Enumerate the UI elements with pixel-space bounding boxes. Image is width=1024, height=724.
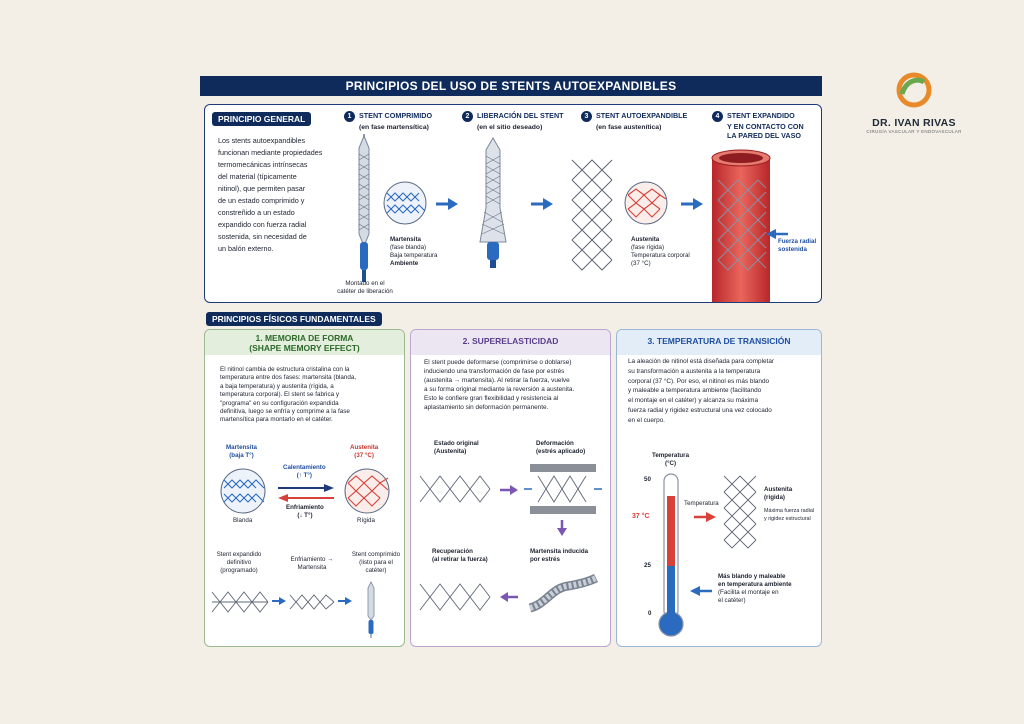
arrow-def-to-induced bbox=[557, 520, 567, 536]
temperature-box: 3. TEMPERATURA DE TRANSICIÓN bbox=[616, 329, 822, 647]
recovery-label: Recuperación(al retirar la fuerza) bbox=[432, 548, 488, 563]
malleable-arrow bbox=[690, 586, 712, 596]
heating-label: Calentamiento(↑ T°) bbox=[283, 464, 326, 479]
radial-force-arrow bbox=[766, 229, 788, 239]
arrow-orig-to-def bbox=[500, 485, 518, 495]
arrow-induced-to-recovery bbox=[500, 592, 518, 602]
tick-37: 37 °C bbox=[632, 513, 650, 520]
bent-stent bbox=[528, 573, 599, 613]
original-state-label: Estado original(Austenita) bbox=[434, 440, 479, 455]
thermometer bbox=[658, 473, 684, 637]
superelasticity-title: 2. SUPERELASTICIDAD bbox=[411, 330, 610, 355]
cooling-label: Enfriamiento(↓ T°) bbox=[286, 504, 324, 519]
cooling-arrow bbox=[278, 494, 334, 502]
compressed-stent-catheter bbox=[358, 134, 370, 282]
logo-tagline: CIRUGÍA VASCULAR Y ENDOVASCULAR bbox=[866, 129, 962, 134]
martensite-circle bbox=[220, 468, 266, 514]
superelasticity-text: El stent puede deformarse (comprimirse o… bbox=[424, 359, 575, 411]
shape-memory-title: 1. MEMORIA DE FORMA(SHAPE MEMORY EFFECT) bbox=[205, 330, 404, 355]
tick-25: 25 bbox=[644, 562, 651, 569]
temperature-text: La aleación de nitinol está diseñada par… bbox=[628, 358, 775, 424]
shape-memory-text: El nitinol cambia de estructura cristali… bbox=[220, 366, 357, 424]
austenite-heading: Austenita(37 °C) bbox=[350, 444, 379, 459]
logo: DR. IVAN RIVAS CIRUGÍA VASCULAR Y ENDOVA… bbox=[866, 72, 962, 134]
deploying-stent bbox=[479, 137, 507, 268]
expanded-stent-small bbox=[211, 591, 269, 613]
logo-mark-icon bbox=[896, 72, 932, 108]
austenite-stent-temp bbox=[723, 475, 757, 549]
thermometer-axis-label: Temperatura(°C) bbox=[652, 452, 690, 467]
cooling-martensite-caption: Enfriamiento →Martensita bbox=[290, 556, 334, 571]
original-stent bbox=[419, 475, 491, 503]
cooling-stent-small bbox=[289, 594, 335, 610]
page-title: PRINCIPIOS DEL USO DE STENTS AUTOEXPANDI… bbox=[200, 76, 822, 96]
soft-label: Blanda bbox=[233, 517, 253, 524]
general-label: PRINCIPIO GENERAL bbox=[212, 112, 312, 126]
heating-arrow bbox=[278, 484, 334, 492]
arrow-cooling-to-compressed bbox=[338, 597, 352, 605]
arrow-step-2-3 bbox=[531, 198, 553, 210]
temperature-title: 3. TEMPERATURA DE TRANSICIÓN bbox=[617, 330, 821, 355]
vessel-with-stent bbox=[711, 149, 771, 302]
recovered-stent bbox=[419, 583, 491, 611]
arrow-expanded-to-cooling bbox=[272, 597, 286, 605]
deformation-label: Deformación(estrés aplicado) bbox=[536, 440, 586, 455]
temperature-arrow-label: Temperatura bbox=[684, 500, 719, 507]
arrow-step-1-2 bbox=[436, 198, 458, 210]
logo-name: DR. IVAN RIVAS bbox=[872, 117, 956, 129]
deformation-press bbox=[524, 464, 602, 514]
compressed-stent-small bbox=[367, 581, 375, 638]
self-expanding-stent bbox=[571, 159, 613, 271]
rigid-label: Rígida bbox=[357, 517, 375, 524]
austenite-caption: Austenita(fase rígida)Temperatura corpor… bbox=[631, 236, 690, 267]
tick-0: 0 bbox=[648, 610, 652, 617]
arrow-step-3-4 bbox=[681, 198, 703, 210]
austenite-lattice-zoom bbox=[624, 181, 668, 225]
physical-principles-label: PRINCIPIOS FÍSICOS FUNDAMENTALES bbox=[206, 312, 382, 326]
martensite-heading: Martensita(baja T°) bbox=[226, 444, 257, 459]
temperature-arrow bbox=[694, 512, 716, 522]
martensite-lattice-zoom bbox=[383, 181, 427, 225]
tick-50: 50 bbox=[644, 476, 651, 483]
austenite-circle bbox=[344, 468, 390, 514]
